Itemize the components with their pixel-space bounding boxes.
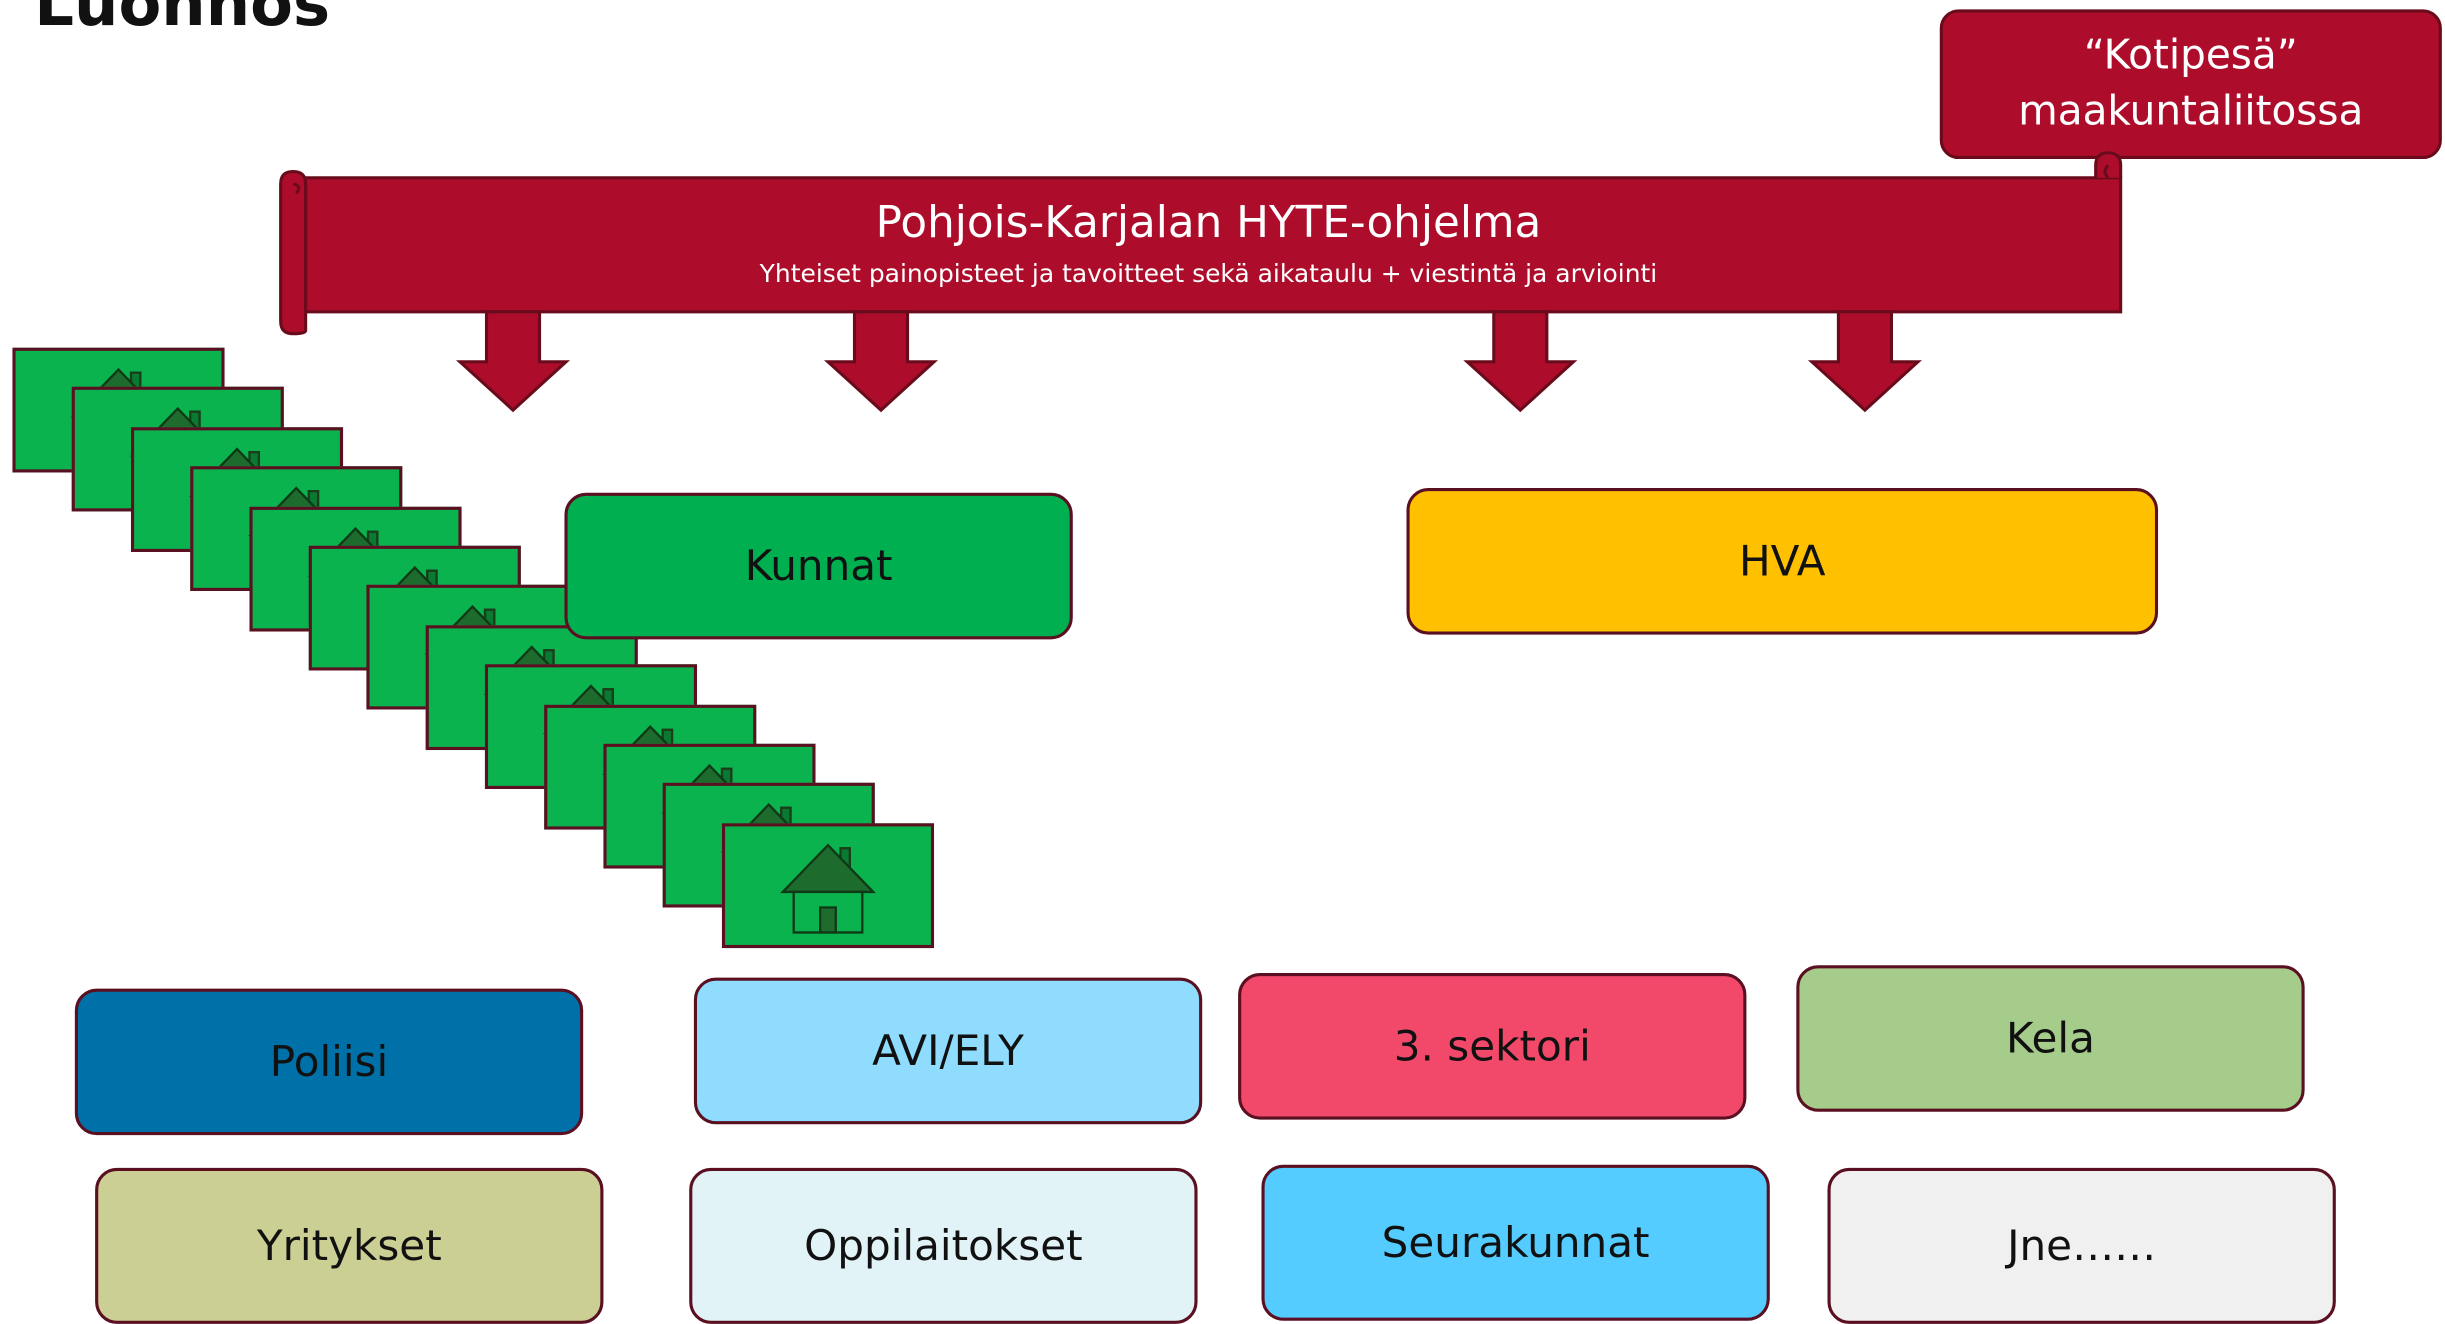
avi-ely-box: AVI/ELY <box>693 977 1203 1125</box>
down-arrow-icon <box>1463 310 1578 413</box>
seurakunnat-label: Seurakunnat <box>1381 1218 1650 1267</box>
program-title: Pohjois-Karjalan HYTE-ohjelma <box>875 196 1542 248</box>
kunnat-box: Kunnat <box>564 492 1073 640</box>
program-subtitle: Yhteiset painopisteet ja tavoitteet sekä… <box>759 258 1658 289</box>
down-arrow-icon <box>455 310 571 413</box>
kotipesa-badge: “Kotipesä” maakuntaliitossa <box>1939 9 2442 160</box>
hva-box: HVA <box>1406 488 2159 635</box>
kunnat-label: Kunnat <box>744 541 893 591</box>
hva-label: HVA <box>1738 537 1826 586</box>
poliisi-label: Poliisi <box>269 1037 389 1087</box>
jne-label: Jne…… <box>2007 1221 2157 1271</box>
oppilaitokset-label: Oppilaitokset <box>804 1221 1083 1271</box>
program-banner <box>279 151 2123 336</box>
avi-ely-label: AVI/ELY <box>872 1026 1024 1076</box>
slide-title: Luonnos <box>34 0 331 41</box>
oppilaitokset-box: Oppilaitokset <box>689 1167 1198 1324</box>
house-icon <box>779 843 876 934</box>
yritykset-label: Yritykset <box>256 1221 442 1271</box>
sektori3-box: 3. sektori <box>1238 973 1747 1120</box>
kotipesa-line-1: “Kotipesä” <box>2083 32 2298 80</box>
jne-box: Jne…… <box>1827 1167 2336 1324</box>
kela-label: Kela <box>2006 1014 2095 1063</box>
poliisi-box: Poliisi <box>74 988 584 1136</box>
kotipesa-line-2: maakuntaliitossa <box>2018 88 2364 136</box>
seurakunnat-box: Seurakunnat <box>1261 1164 1770 1321</box>
yritykset-box: Yritykset <box>95 1167 604 1324</box>
down-arrow-icon <box>1807 310 1922 413</box>
municipality-card <box>721 822 934 948</box>
sektori3-label: 3. sektori <box>1393 1022 1591 1071</box>
kela-box: Kela <box>1796 965 2305 1112</box>
down-arrow-icon <box>823 310 939 413</box>
